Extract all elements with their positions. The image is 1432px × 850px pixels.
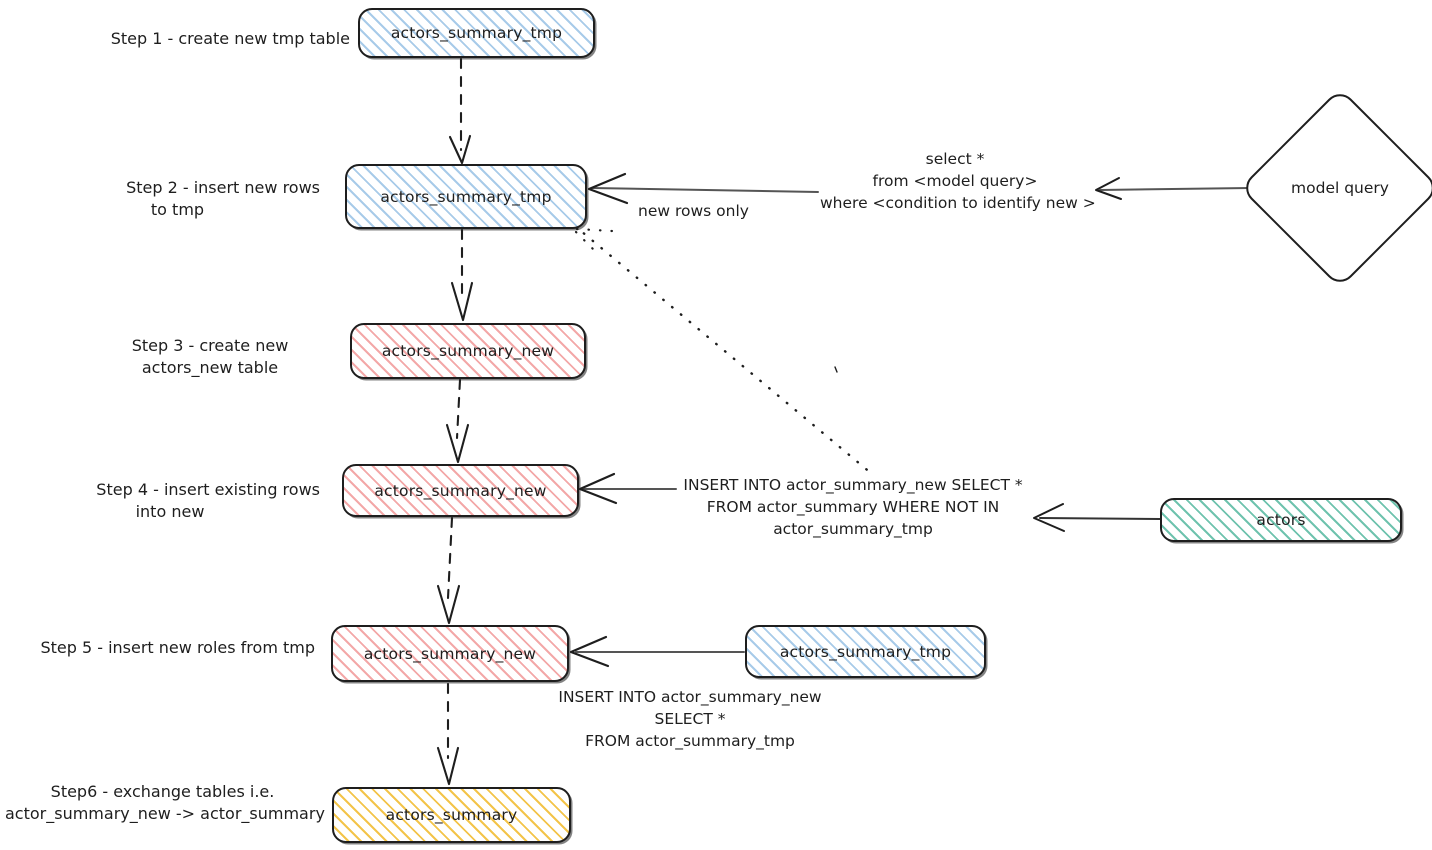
step-label-4-line2: into new <box>135 502 205 521</box>
arrow-actors-to-step4 <box>1033 503 1161 532</box>
edge-label-model-query-sql-line2: from <model query> <box>872 172 1038 190</box>
node-label: actors_summary_tmp <box>779 642 952 661</box>
node-label: actors_summary <box>385 806 518 824</box>
node-actors-summary-new-step5[interactable]: actors_summary_new <box>331 625 569 682</box>
node-label: actors <box>1256 511 1306 529</box>
edge-label-insert-new-line3: FROM actor_summary_tmp <box>585 732 795 750</box>
edge-label-insert-existing-line2: FROM actor_summary WHERE NOT IN <box>706 498 1000 516</box>
step-label-6-line2: actor_summary_new -> actor_summary <box>5 804 325 823</box>
node-label: actors_summary_tmp <box>390 24 563 42</box>
edge-label-model-query-sql-line3: where <condition to identify new > <box>820 194 1096 212</box>
step-label-2-line1: Step 2 - insert new rows <box>126 178 320 197</box>
edge-label-insert-existing-line3: actor_summary_tmp <box>773 520 933 538</box>
edge-label-model-query-sql-line1: select * <box>925 150 985 168</box>
node-actors-summary[interactable]: actors_summary <box>332 787 571 843</box>
arrow-sql-to-step4 <box>578 472 677 505</box>
node-label: actors_summary_tmp <box>380 187 552 206</box>
node-actors-summary-tmp-step1[interactable]: actors_summary_tmp <box>358 8 595 58</box>
arrow-tmpsource-to-step5 <box>569 635 745 668</box>
step-label-4-line1: Step 4 - insert existing rows <box>96 480 320 499</box>
edge-label-insert-existing-line1: INSERT INTO actor_summary_new SELECT * <box>683 476 1023 494</box>
node-label: actors_summary_new <box>374 481 547 500</box>
node-actors[interactable]: actors <box>1160 498 1402 542</box>
arrow-step4-to-step5 <box>436 516 461 625</box>
edge-label-new-rows-only: new rows only <box>638 202 749 220</box>
arrow-step5-to-step6 <box>436 682 460 786</box>
node-label: actors_summary_new <box>381 342 555 360</box>
step-label-1: Step 1 - create new tmp table <box>110 29 350 48</box>
stray-mark <box>834 366 838 373</box>
node-actors-summary-tmp-source[interactable]: actors_summary_tmp <box>745 625 986 678</box>
edge-label-insert-new-line1: INSERT INTO actor_summary_new <box>558 688 822 706</box>
arrow-step2-to-step3 <box>450 228 474 322</box>
step-label-6-line1: Step6 - exchange tables i.e. <box>50 782 275 801</box>
arrow-step3-to-step4 <box>445 378 470 464</box>
step-label-3-line1: Step 3 - create new <box>131 336 289 355</box>
node-label: actors_summary_new <box>363 644 537 663</box>
edge-label-insert-new-line2: SELECT * <box>654 710 726 728</box>
node-model-query-label: model query <box>1291 179 1389 197</box>
step-label-5: Step 5 - insert new roles from tmp <box>40 638 315 657</box>
step-label-2-line2: to tmp <box>150 200 205 219</box>
dotted-link-step2-to-step4-sql <box>573 224 874 476</box>
node-actors-summary-tmp-step2[interactable]: actors_summary_tmp <box>345 164 587 229</box>
arrow-step1-to-step2 <box>448 57 472 165</box>
step-label-3-line2: actors_new table <box>141 358 279 377</box>
node-actors-summary-new-step4[interactable]: actors_summary_new <box>342 464 579 517</box>
node-actors-summary-new-step3[interactable]: actors_summary_new <box>350 323 586 379</box>
